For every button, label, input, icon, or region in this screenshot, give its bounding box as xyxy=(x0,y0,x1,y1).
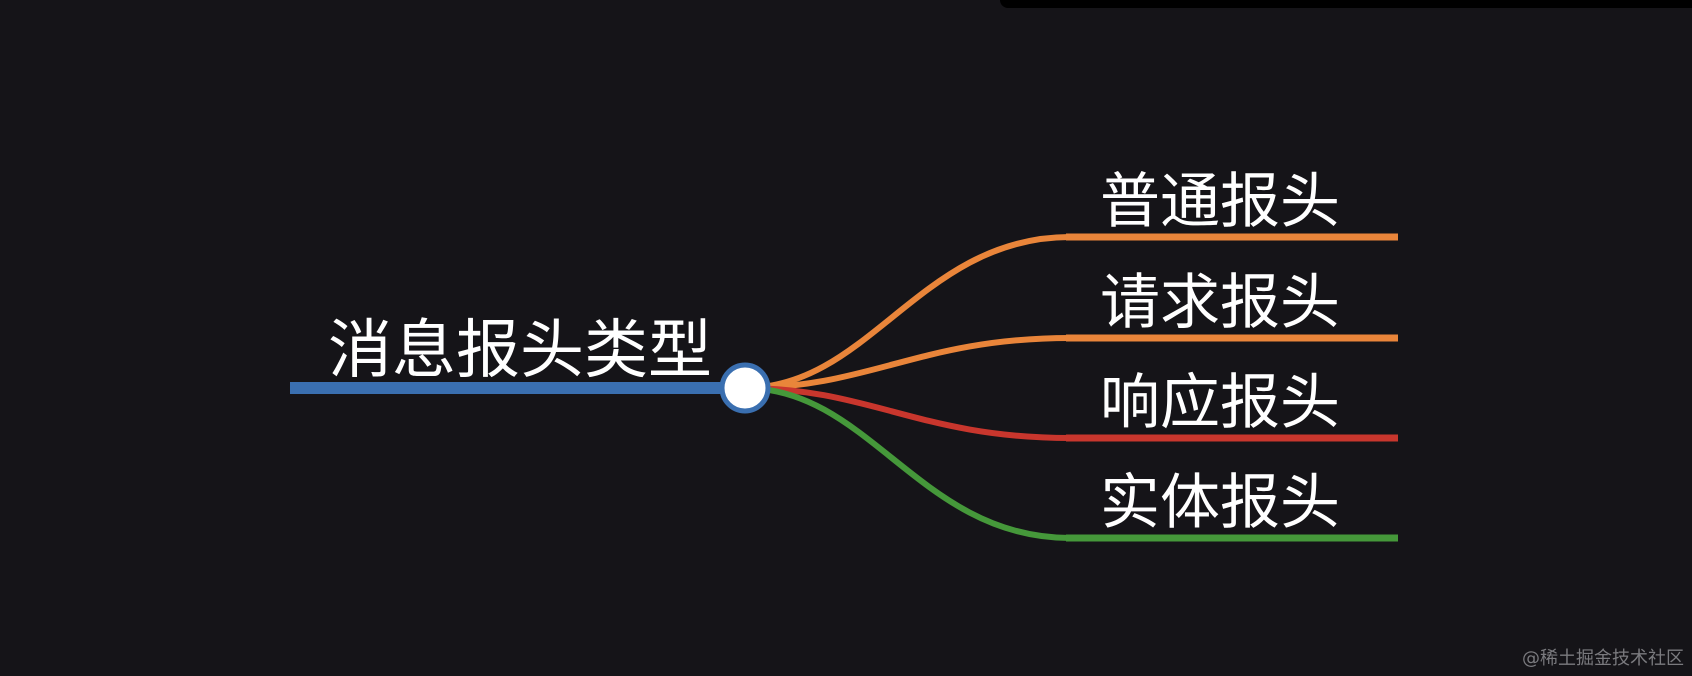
branch-label[interactable]: 普通报头 xyxy=(1100,167,1340,237)
branch-entity-header[interactable]: 实体报头 xyxy=(744,385,1398,542)
branch-request-header[interactable]: 请求报头 xyxy=(744,268,1398,391)
branch-label[interactable]: 请求报头 xyxy=(1100,268,1340,338)
branch-label[interactable]: 实体报头 xyxy=(1100,468,1340,538)
branch-response-header[interactable]: 响应报头 xyxy=(744,368,1398,442)
branch-connector xyxy=(744,385,1071,441)
branch-label[interactable]: 响应报头 xyxy=(1100,368,1340,438)
watermark: @稀土掘金技术社区 xyxy=(1522,648,1684,669)
branch-connector xyxy=(744,234,1071,391)
branch-normal-header[interactable]: 普通报头 xyxy=(744,167,1398,391)
branch-connector xyxy=(744,385,1071,541)
top-bar xyxy=(1000,0,1692,8)
branch-connector xyxy=(744,335,1071,391)
root-hub-circle[interactable] xyxy=(719,362,771,414)
root-node-label[interactable]: 消息报头类型 xyxy=(328,314,712,388)
